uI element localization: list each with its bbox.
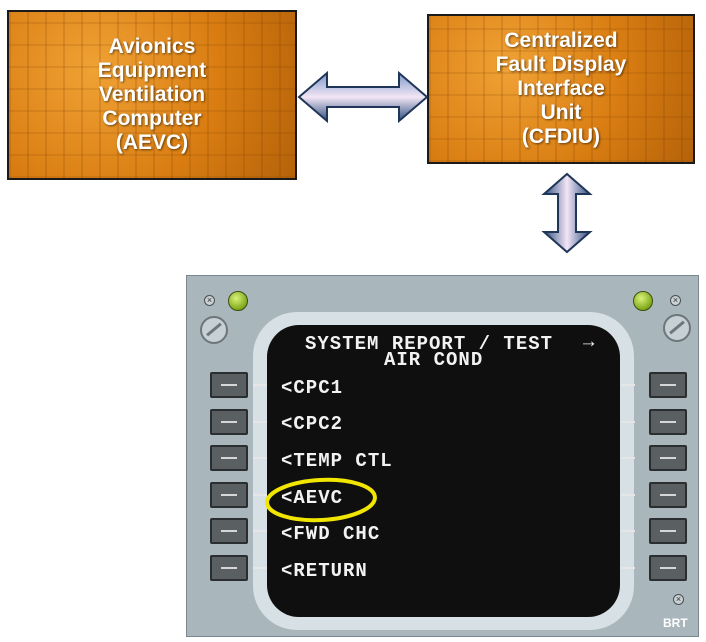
lsk-tick <box>253 567 267 569</box>
lsk-4r-button[interactable] <box>649 482 687 508</box>
status-led-left <box>228 291 248 311</box>
right-knob-icon[interactable] <box>663 314 691 342</box>
aevc-label-line: (AEVC) <box>115 131 189 154</box>
bidirectional-arrow-vertical <box>541 172 593 254</box>
lsk-3r-button[interactable] <box>649 445 687 471</box>
page-subtitle: AIR COND <box>384 349 484 371</box>
brt-label: BRT <box>663 616 688 630</box>
cfdiu-block: Centralized Fault Display Interface Unit… <box>427 14 695 164</box>
lsk-1r-button[interactable] <box>649 372 687 398</box>
lsk-6r-button[interactable] <box>649 555 687 581</box>
bidirectional-arrow-horizontal <box>297 70 429 124</box>
cfdiu-label-line: Unit <box>540 101 582 124</box>
screw-icon: × <box>670 295 681 306</box>
menu-item-cpc2[interactable]: <CPC2 <box>281 413 344 435</box>
lsk-1l-button[interactable] <box>210 372 248 398</box>
menu-item-temp-ctl[interactable]: <TEMP CTL <box>281 450 393 472</box>
cfdiu-label-line: Centralized <box>504 29 618 52</box>
cdu-display: SYSTEM REPORT / TEST → AIR COND <CPC1 <C… <box>265 325 620 617</box>
cfdiu-label-line: (CFDIU) <box>521 125 601 148</box>
cfdiu-label: Centralized Fault Display Interface Unit… <box>496 29 627 149</box>
status-led-right <box>633 291 653 311</box>
lsk-tick <box>621 421 635 423</box>
lsk-2r-button[interactable] <box>649 409 687 435</box>
next-page-arrow-icon: → <box>583 331 596 353</box>
cfdiu-label-line: Fault Display <box>495 53 627 76</box>
aevc-label-line: Computer <box>102 107 202 130</box>
lsk-4l-button[interactable] <box>210 482 248 508</box>
lsk-tick <box>253 421 267 423</box>
menu-item-fwd-chc[interactable]: <FWD CHC <box>281 523 381 545</box>
lsk-tick <box>621 494 635 496</box>
lsk-tick <box>621 457 635 459</box>
lsk-5r-button[interactable] <box>649 518 687 544</box>
lsk-tick <box>621 567 635 569</box>
aevc-label-line: Equipment <box>97 59 207 82</box>
cdu-panel: × × SYSTEM REPORT / TEST → AIR COND <CPC… <box>186 275 699 637</box>
cfdiu-label-line: Interface <box>517 77 605 100</box>
menu-item-return[interactable]: <RETURN <box>281 560 368 582</box>
highlight-ellipse <box>265 477 377 523</box>
lsk-tick <box>253 494 267 496</box>
lsk-tick <box>253 457 267 459</box>
aevc-label-line: Ventilation <box>98 83 206 106</box>
lsk-3l-button[interactable] <box>210 445 248 471</box>
page-title: SYSTEM REPORT / TEST <box>305 333 554 355</box>
lsk-2l-button[interactable] <box>210 409 248 435</box>
menu-item-cpc1[interactable]: <CPC1 <box>281 377 344 399</box>
screw-icon: × <box>673 594 684 605</box>
aevc-block: Avionics Equipment Ventilation Computer … <box>7 10 297 180</box>
left-knob-icon[interactable] <box>200 316 228 344</box>
screw-icon: × <box>204 295 215 306</box>
lsk-tick <box>621 384 635 386</box>
lsk-6l-button[interactable] <box>210 555 248 581</box>
aevc-label-line: Avionics <box>108 35 196 58</box>
lsk-5l-button[interactable] <box>210 518 248 544</box>
menu-item-aevc[interactable]: <AEVC <box>281 487 344 509</box>
aevc-label: Avionics Equipment Ventilation Computer … <box>98 35 207 155</box>
lsk-tick <box>621 530 635 532</box>
lsk-tick <box>253 530 267 532</box>
lsk-tick <box>253 384 267 386</box>
